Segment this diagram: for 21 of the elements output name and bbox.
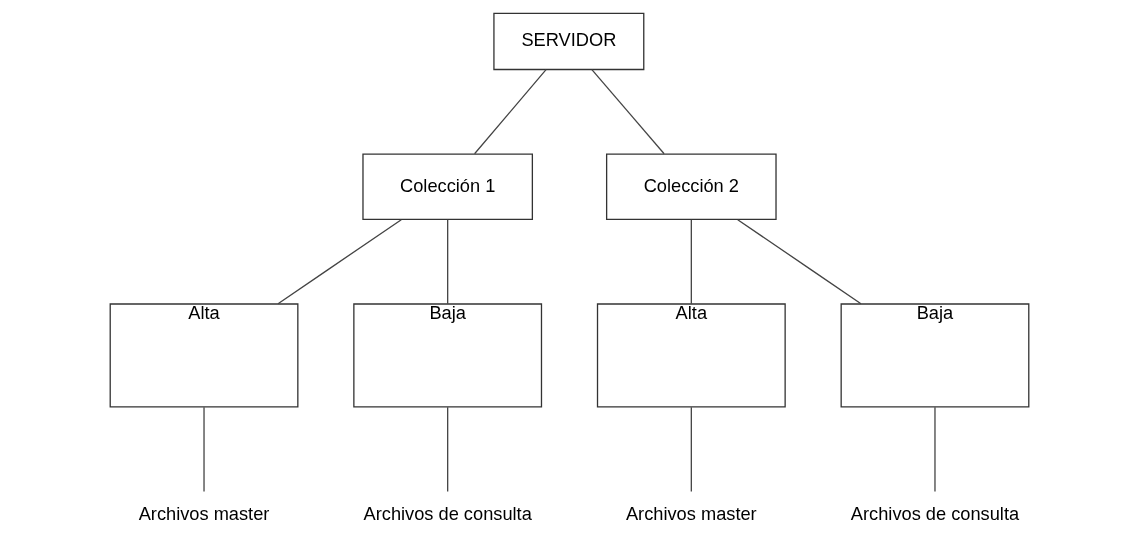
node-box: SERVIDOR [492,12,644,71]
connector [690,219,692,305]
connector [590,68,665,155]
connector [690,406,692,493]
connector [276,219,402,305]
node-text: Archivos master [138,502,269,524]
connector [446,406,448,493]
connector [736,219,862,305]
connector [473,68,547,155]
node-box: Colección 1 [361,153,533,220]
node-box: Baja [840,303,1029,408]
connector [202,406,205,493]
node-text: Archivos de consulta [850,502,1019,524]
node-box: Colección 2 [605,153,777,220]
connector [933,406,936,493]
node-box: Alta [109,303,298,408]
node-box: Baja [352,303,542,408]
connector [446,219,448,305]
node-box: Alta [596,303,786,408]
node-text: Archivos master [625,502,757,524]
node-text: Archivos de consulta [363,502,532,524]
